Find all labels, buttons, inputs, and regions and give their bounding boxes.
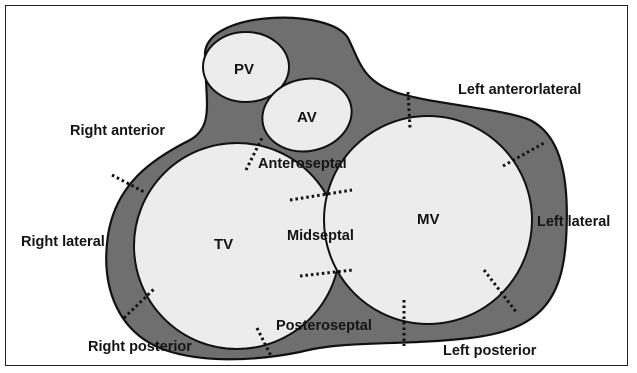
av-label: AV (297, 109, 317, 126)
mv-label: MV (417, 211, 440, 228)
right-posterior-label: Right posterior (88, 339, 192, 355)
right-anterior-label: Right anterior (70, 123, 165, 139)
tv-label: TV (214, 236, 233, 253)
left-lateral-label: Left lateral (537, 214, 610, 230)
anteroseptal-label: Anteroseptal (258, 156, 347, 172)
left-anterolateral-label: Left anterorlateral (458, 82, 581, 98)
posteroseptal-label: Posteroseptal (276, 318, 372, 334)
midseptal-label: Midseptal (287, 228, 354, 244)
right-lateral-label: Right lateral (21, 234, 105, 250)
left-posterior-label: Left posterior (443, 343, 537, 359)
pv-label: PV (234, 61, 254, 78)
